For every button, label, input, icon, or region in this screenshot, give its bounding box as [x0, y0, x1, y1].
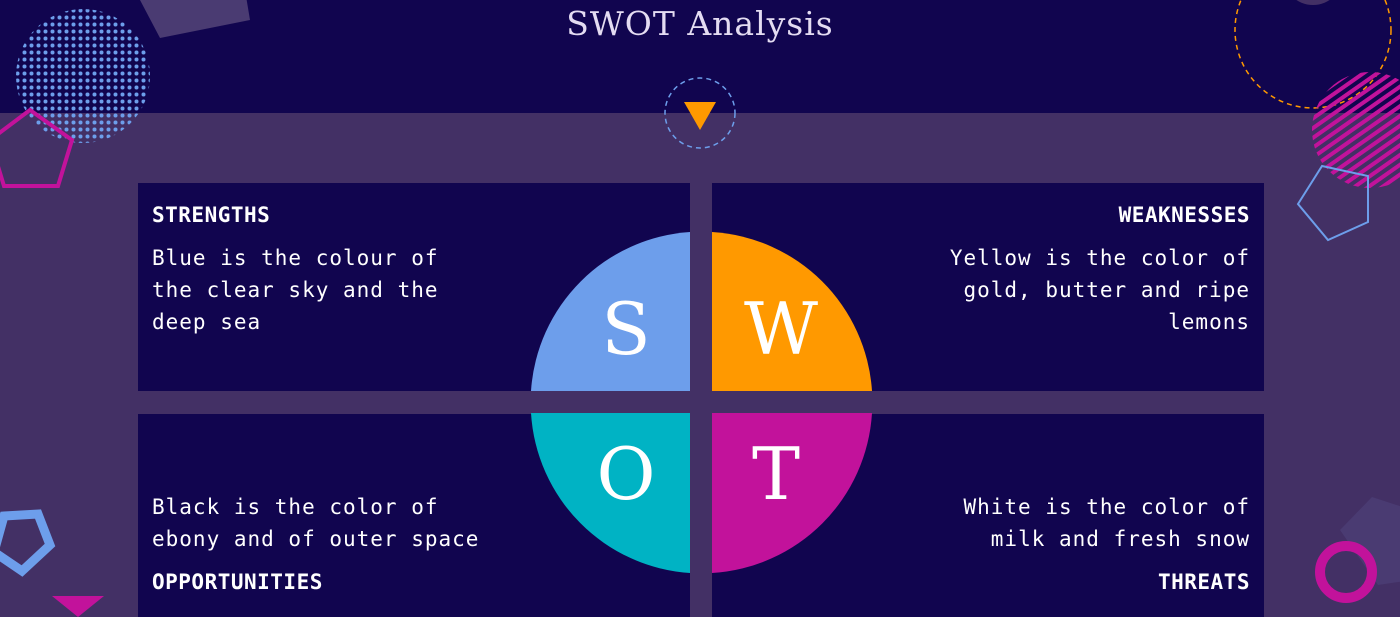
threats-heading: THREATS	[1157, 570, 1250, 594]
opportunities-segment	[531, 413, 690, 573]
opportunities-text: Black is the color of ebony and of outer…	[152, 495, 480, 551]
letter-o: O	[596, 432, 655, 516]
letter-t: T	[752, 432, 800, 516]
strengths-segment	[531, 232, 690, 391]
threats-text: White is the color of milk and fresh sno…	[963, 495, 1250, 551]
weaknesses-segment	[712, 232, 872, 391]
strengths-heading: STRENGTHS	[152, 203, 271, 227]
letter-s: S	[601, 287, 650, 371]
strengths-panel: STRENGTHS Blue is the colour of the clea…	[138, 183, 690, 391]
page-title: SWOT Analysis	[566, 4, 834, 43]
letter-w: W	[744, 287, 818, 371]
swot-circle: S W O T	[531, 232, 872, 573]
opportunities-heading: OPPORTUNITIES	[152, 570, 323, 594]
weaknesses-text: Yellow is the color of gold, butter and …	[949, 246, 1250, 334]
weaknesses-heading: WEAKNESSES	[1118, 203, 1250, 227]
weaknesses-panel: WEAKNESSES Yellow is the color of gold, …	[712, 183, 1264, 391]
strengths-text: Blue is the colour of the clear sky and …	[152, 246, 439, 334]
threats-segment	[712, 413, 872, 573]
